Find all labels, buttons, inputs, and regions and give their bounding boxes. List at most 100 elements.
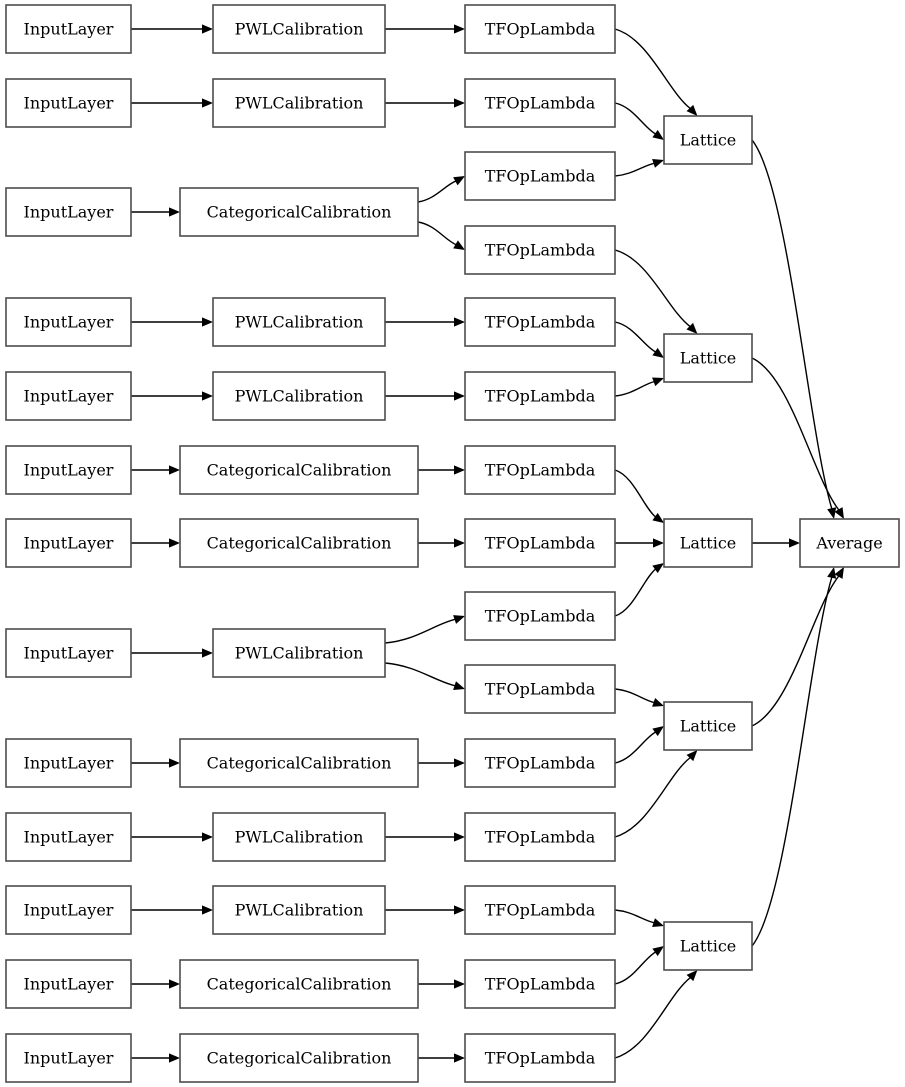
node-box[interactable]	[212, 78, 386, 128]
graph-node-in13[interactable]: InputLayer	[5, 1033, 132, 1083]
node-box[interactable]	[464, 4, 616, 54]
graph-node-in1[interactable]: InputLayer	[5, 4, 132, 54]
graph-edge	[614, 909, 664, 927]
node-box[interactable]	[5, 959, 132, 1009]
graph-node-avg[interactable]: Average	[799, 518, 900, 568]
node-box[interactable]	[179, 1033, 419, 1083]
graph-node-lat2[interactable]: Lattice	[663, 333, 753, 383]
graph-node-in9[interactable]: InputLayer	[5, 738, 132, 788]
node-box[interactable]	[464, 518, 616, 568]
graph-node-cal10[interactable]: PWLCalibration	[212, 812, 386, 862]
graph-node-in6[interactable]: InputLayer	[5, 445, 132, 495]
graph-node-in4[interactable]: InputLayer	[5, 297, 132, 347]
graph-node-lat3[interactable]: Lattice	[663, 518, 753, 568]
node-box[interactable]	[5, 1033, 132, 1083]
node-box[interactable]	[663, 921, 753, 971]
edge-line	[614, 321, 656, 353]
node-box[interactable]	[464, 591, 616, 641]
graph-node-in12[interactable]: InputLayer	[5, 959, 132, 1009]
node-box[interactable]	[5, 738, 132, 788]
graph-node-op11[interactable]: TFOpLambda	[464, 738, 616, 788]
node-box[interactable]	[464, 959, 616, 1009]
graph-node-op5[interactable]: TFOpLambda	[464, 297, 616, 347]
node-box[interactable]	[212, 371, 386, 421]
graph-node-cal3[interactable]: CategoricalCalibration	[179, 187, 419, 237]
graph-node-cal8[interactable]: PWLCalibration	[212, 628, 386, 678]
graph-node-cal6[interactable]: CategoricalCalibration	[179, 445, 419, 495]
graph-node-lat5[interactable]: Lattice	[663, 921, 753, 971]
graph-node-in10[interactable]: InputLayer	[5, 812, 132, 862]
node-box[interactable]	[464, 151, 616, 201]
graph-node-op2[interactable]: TFOpLambda	[464, 78, 616, 128]
node-box[interactable]	[179, 959, 419, 1009]
graph-node-in11[interactable]: InputLayer	[5, 885, 132, 935]
node-box[interactable]	[179, 738, 419, 788]
graph-node-op12[interactable]: TFOpLambda	[464, 812, 616, 862]
graph-node-op3[interactable]: TFOpLambda	[464, 151, 616, 201]
node-box[interactable]	[464, 1033, 616, 1083]
graph-node-cal5[interactable]: PWLCalibration	[212, 371, 386, 421]
graph-node-op9[interactable]: TFOpLambda	[464, 591, 616, 641]
node-box[interactable]	[663, 115, 753, 165]
arrowhead-icon	[454, 832, 465, 842]
node-box[interactable]	[464, 445, 616, 495]
node-box[interactable]	[663, 333, 753, 383]
node-box[interactable]	[5, 812, 132, 862]
arrowhead-icon	[827, 507, 837, 519]
graph-node-op13[interactable]: TFOpLambda	[464, 885, 616, 935]
graph-node-cal1[interactable]: PWLCalibration	[212, 4, 386, 54]
graph-node-in5[interactable]: InputLayer	[5, 371, 132, 421]
node-box[interactable]	[464, 78, 616, 128]
node-box[interactable]	[212, 885, 386, 935]
node-box[interactable]	[464, 371, 616, 421]
node-box[interactable]	[799, 518, 900, 568]
node-box[interactable]	[179, 445, 419, 495]
node-box[interactable]	[464, 812, 616, 862]
graph-node-op10[interactable]: TFOpLambda	[464, 664, 616, 714]
node-box[interactable]	[5, 628, 132, 678]
graph-node-in8[interactable]: InputLayer	[5, 628, 132, 678]
node-box[interactable]	[212, 4, 386, 54]
graph-node-op14[interactable]: TFOpLambda	[464, 959, 616, 1009]
graph-node-cal12[interactable]: CategoricalCalibration	[179, 959, 419, 1009]
node-box[interactable]	[5, 78, 132, 128]
node-box[interactable]	[464, 738, 616, 788]
node-box[interactable]	[179, 187, 419, 237]
graph-node-op4[interactable]: TFOpLambda	[464, 225, 616, 275]
node-box[interactable]	[212, 628, 386, 678]
node-box[interactable]	[663, 518, 753, 568]
node-box[interactable]	[5, 187, 132, 237]
graph-node-cal4[interactable]: PWLCalibration	[212, 297, 386, 347]
node-box[interactable]	[5, 518, 132, 568]
node-box[interactable]	[464, 297, 616, 347]
node-box[interactable]	[5, 297, 132, 347]
node-box[interactable]	[464, 885, 616, 935]
graph-node-in7[interactable]: InputLayer	[5, 518, 132, 568]
node-box[interactable]	[663, 701, 753, 751]
graph-edge	[131, 832, 213, 842]
graph-node-cal7[interactable]: CategoricalCalibration	[179, 518, 419, 568]
node-box[interactable]	[212, 812, 386, 862]
graph-node-op7[interactable]: TFOpLambda	[464, 445, 616, 495]
node-box[interactable]	[5, 885, 132, 935]
graph-node-cal13[interactable]: CategoricalCalibration	[179, 1033, 419, 1083]
graph-node-op6[interactable]: TFOpLambda	[464, 371, 616, 421]
graph-node-lat4[interactable]: Lattice	[663, 701, 753, 751]
graph-node-in3[interactable]: InputLayer	[5, 187, 132, 237]
graph-node-cal9[interactable]: CategoricalCalibration	[179, 738, 419, 788]
graph-node-cal2[interactable]: PWLCalibration	[212, 78, 386, 128]
node-box[interactable]	[5, 445, 132, 495]
node-box[interactable]	[464, 225, 616, 275]
graph-node-op15[interactable]: TFOpLambda	[464, 1033, 616, 1083]
graph-node-in2[interactable]: InputLayer	[5, 78, 132, 128]
graph-node-cal11[interactable]: PWLCalibration	[212, 885, 386, 935]
node-box[interactable]	[212, 297, 386, 347]
node-box[interactable]	[179, 518, 419, 568]
graph-edge	[418, 1053, 465, 1063]
node-box[interactable]	[5, 4, 132, 54]
node-box[interactable]	[5, 371, 132, 421]
node-box[interactable]	[464, 664, 616, 714]
graph-node-op8[interactable]: TFOpLambda	[464, 518, 616, 568]
graph-node-lat1[interactable]: Lattice	[663, 115, 753, 165]
graph-node-op1[interactable]: TFOpLambda	[464, 4, 616, 54]
